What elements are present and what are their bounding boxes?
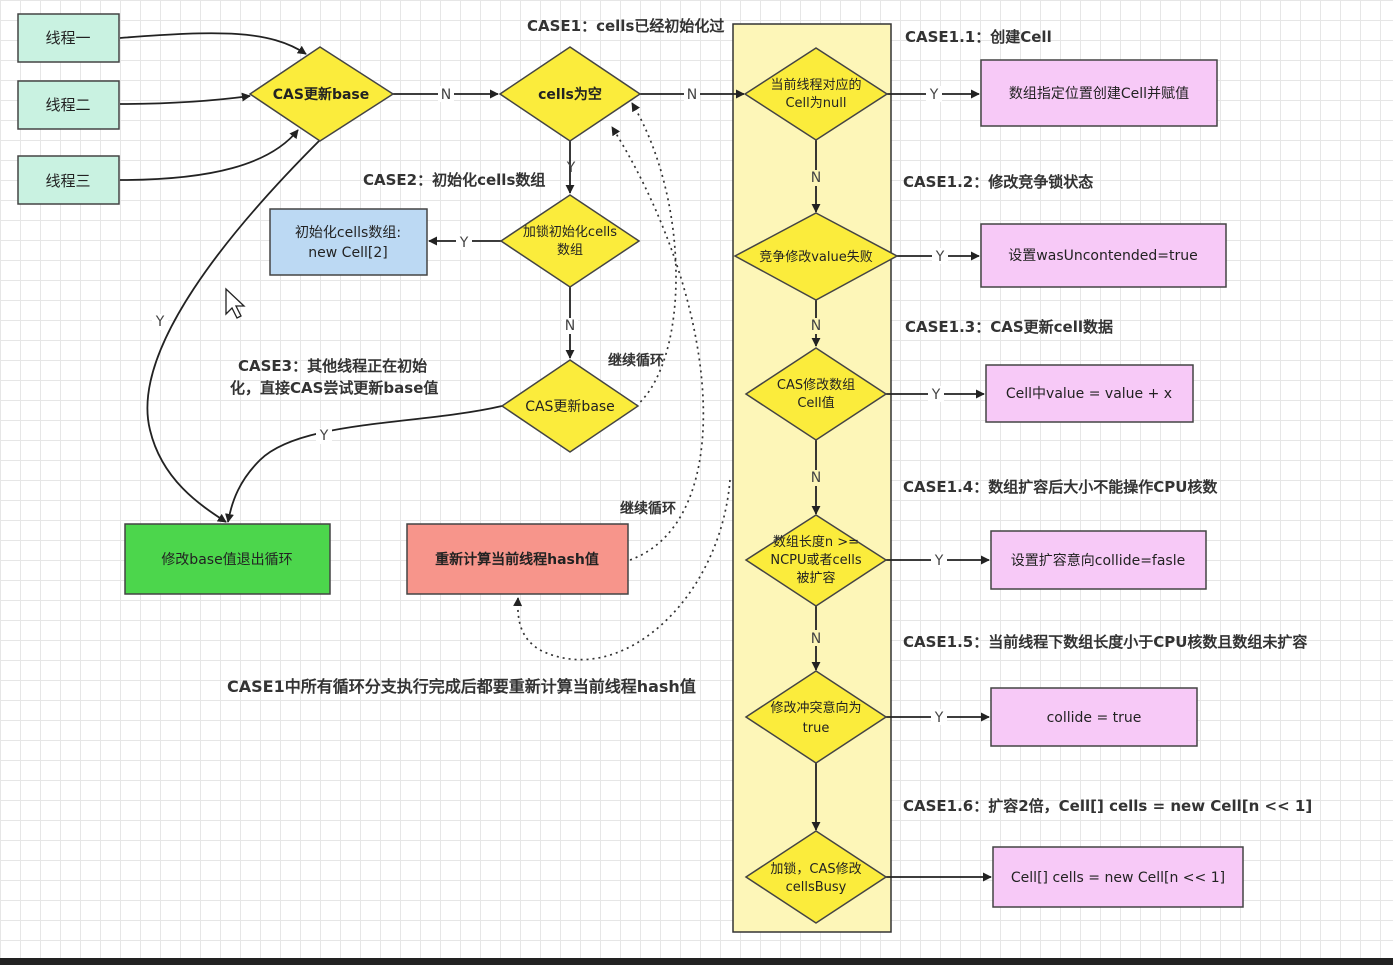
thread-2-label: 线程二 [45, 96, 90, 114]
box-init-cells-line2: new Cell[2] [308, 245, 387, 261]
label-case1-5: CASE1.5：当前线程下数组长度小于CPU核数且数组未扩容 [903, 633, 1307, 651]
edge-thread2-cas [119, 92, 251, 105]
decision-lock-init-line1: 加锁初始化cells [523, 224, 617, 240]
box-exit-loop-label: 修改base值退出循环 [161, 552, 292, 568]
box-exit-loop [124, 523, 331, 595]
edge-label-n-lock: N [565, 318, 575, 334]
box-create-cell [980, 59, 1218, 127]
label-note: CASE1中所有循环分支执行完成后都要重新计算当前线程hash值 [227, 677, 696, 696]
box-rehash [406, 523, 629, 595]
edge-label-y-r2: Y [935, 249, 945, 265]
edge-continue-rehash [611, 126, 705, 561]
label-case1-2: CASE1.2：修改竞争锁状态 [903, 173, 1093, 191]
edge-casbase2-to-exit [225, 405, 503, 523]
decision-lock-busy-line2: cellsBusy [786, 880, 847, 895]
decision-cas-cell-line2: Cell值 [797, 395, 834, 411]
box-collide-true [990, 687, 1198, 747]
label-continue-1: 继续循环 [608, 352, 664, 369]
label-case1-1: CASE1.1：创建Cell [905, 28, 1052, 46]
decision-compete-fail-label: 竞争修改value失败 [759, 249, 873, 265]
edge-label-n-lane1: N [811, 170, 821, 186]
box-collide-true-label: collide = true [1047, 710, 1142, 726]
thread-3-label: 线程三 [45, 172, 90, 190]
box-create-cell-label: 数组指定位置创建Cell并赋值 [1009, 86, 1189, 102]
label-case1-6: CASE1.6：扩容2倍，Cell[] cells = new Cell[n <… [903, 797, 1312, 815]
edge-label-n-lane2: N [811, 318, 821, 334]
decision-cell-null-line2: Cell为null [785, 96, 846, 111]
edge-label-y-r3: Y [931, 387, 941, 403]
edge-label-y-r1: Y [929, 87, 939, 103]
box-uncontended-label: 设置wasUncontended=true [1008, 248, 1197, 264]
decision-cas-base-2-label: CAS更新base [525, 399, 615, 415]
box-collide-false [990, 530, 1207, 590]
label-case1-3: CASE1.3：CAS更新cell数据 [905, 318, 1113, 336]
edge-label-n-lane3: N [811, 470, 821, 486]
edge-casbase-to-exit [146, 139, 321, 523]
edge-continue-casbase2 [631, 102, 677, 407]
decision-cells-empty [498, 46, 642, 142]
edge-label-y-init: Y [459, 235, 469, 251]
decision-lock-init [499, 194, 641, 288]
edge-thread3-cas [119, 129, 299, 181]
decision-collide-true-line2: true [803, 721, 830, 736]
label-case3-line2: 化，直接CAS尝试更新base值 [230, 379, 438, 397]
decision-cells-empty-label: cells为空 [538, 86, 602, 103]
box-new-cells-label: Cell[] cells = new Cell[n << 1] [1011, 870, 1225, 886]
edge-label-y-cells: Y [566, 160, 576, 176]
box-rehash-label: 重新计算当前线程hash值 [435, 551, 599, 568]
decision-cas-cell [744, 347, 888, 441]
mouse-cursor-icon [225, 287, 246, 319]
box-add-value-label: Cell中value = value + x [1006, 386, 1172, 402]
decision-array-len-line2: NCPU或者cells [770, 553, 862, 568]
edge-label-y-r5: Y [934, 710, 944, 726]
label-continue-2: 继续循环 [620, 500, 676, 517]
thread-1-label: 线程一 [45, 29, 90, 47]
decision-array-len-line3: 被扩容 [796, 570, 835, 586]
decision-cas-base [248, 46, 395, 142]
thread-2-box [17, 80, 120, 130]
edge-label-n2: N [687, 87, 697, 103]
edge-lane-to-rehash [513, 479, 731, 661]
edge-thread1-cas [119, 32, 307, 55]
box-new-cells [992, 846, 1244, 908]
box-add-value [985, 364, 1194, 423]
label-case1: CASE1：cells已经初始化过 [527, 17, 724, 35]
decision-cell-null-line1: 当前线程对应的 [770, 77, 861, 93]
edge-label-y-r4: Y [934, 553, 944, 569]
edge-label-y-exit2: Y [319, 428, 329, 444]
box-uncontended [980, 223, 1227, 288]
edge-label-y-exit1: Y [155, 314, 165, 330]
decision-cas-base-label: CAS更新base [273, 86, 370, 103]
thread-1-box [17, 13, 120, 63]
bottom-edge-bar [0, 958, 1393, 965]
decision-collide-true-line1: 修改冲突意向为 [770, 700, 861, 716]
decision-lock-busy-line1: 加锁，CAS修改 [770, 861, 861, 877]
decision-collide-true [744, 670, 888, 764]
decision-cas-base-2 [500, 359, 640, 453]
decision-array-len-line1: 数组长度n >= [773, 534, 859, 550]
decision-lock-init-line2: 数组 [557, 243, 583, 258]
box-collide-false-label: 设置扩容意向collide=fasle [1011, 552, 1185, 569]
edge-label-n1: N [441, 87, 451, 103]
decision-array-len [744, 514, 888, 607]
decision-cell-null [743, 47, 889, 141]
label-case2: CASE2：初始化cells数组 [363, 171, 545, 189]
label-case1-4: CASE1.4：数组扩容后大小不能操作CPU核数 [903, 478, 1218, 496]
box-init-cells [269, 208, 428, 276]
decision-cas-cell-line1: CAS修改数组 [777, 378, 855, 393]
decision-lock-busy [744, 830, 888, 924]
label-case3-line1: CASE3：其他线程正在初始 [238, 357, 427, 375]
box-init-cells-line1: 初始化cells数组: [295, 224, 401, 241]
edge-label-n-lane4: N [811, 631, 821, 647]
thread-3-box [17, 155, 120, 205]
decision-compete-fail [733, 212, 899, 301]
